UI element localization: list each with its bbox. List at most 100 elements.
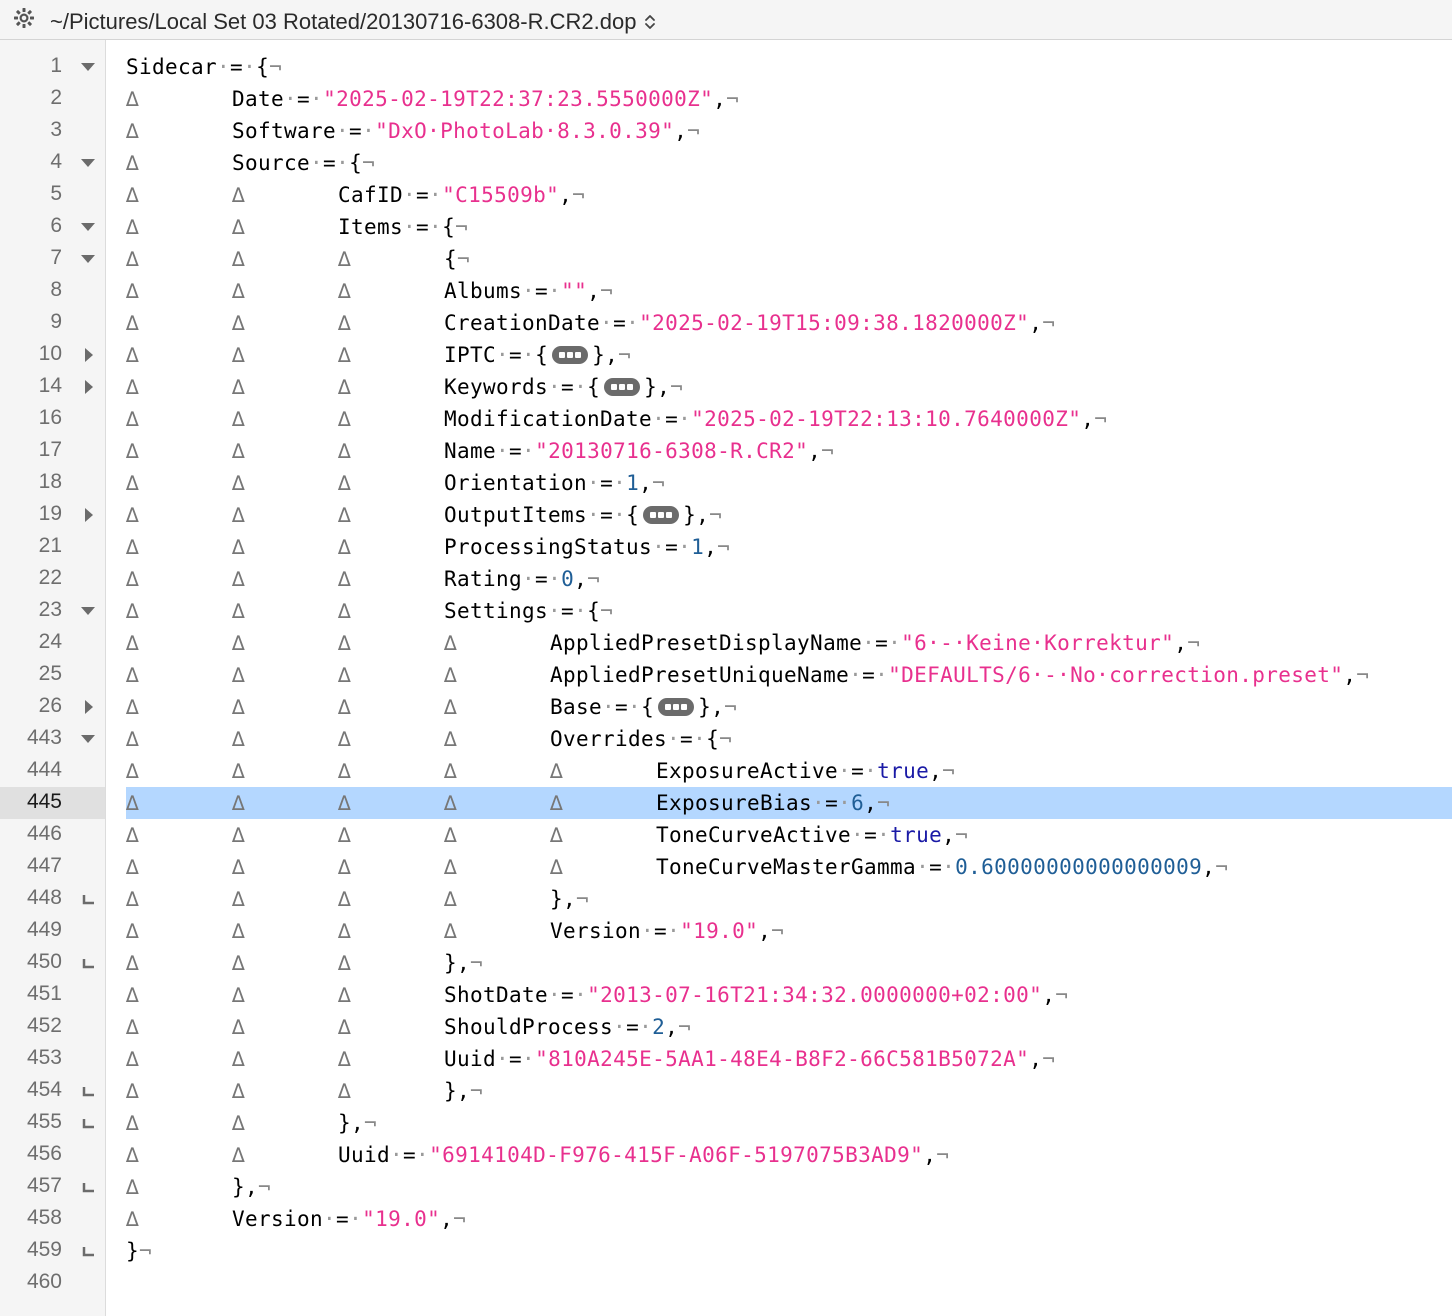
code-line[interactable]: 24∆∆∆∆AppliedPresetDisplayName·=·"6·-·Ke… [0, 627, 1452, 659]
end-of-line-marker: ¬ [1215, 855, 1229, 879]
code-text: }¬ [126, 1238, 152, 1264]
code-line[interactable]: 460 [0, 1267, 1452, 1299]
code-line[interactable]: 451∆∆∆ShotDate·=·"2013-07-16T21:34:32.00… [0, 979, 1452, 1011]
code-token: Items [338, 215, 404, 239]
string-literal: "6914104D-F976-415F-A06F-5197075B3AD9" [429, 1143, 924, 1167]
fold-open-triangle-icon[interactable] [80, 731, 96, 747]
fold-closed-triangle-icon[interactable] [80, 699, 96, 715]
whitespace-marker: · [877, 823, 891, 847]
tab-indent-marker: ∆ [232, 887, 246, 911]
code-line[interactable]: 459 }¬ [0, 1235, 1452, 1267]
line-number: 459 [26, 1238, 62, 1261]
code-line[interactable]: 16∆∆∆ModificationDate·=·"2025-02-19T22:1… [0, 403, 1452, 435]
code-line[interactable]: 26∆∆∆∆Base·=·{},¬ [0, 691, 1452, 723]
code-line[interactable]: 456∆∆Uuid·=·"6914104D-F976-415F-A06F-519… [0, 1139, 1452, 1171]
code-line[interactable]: 457∆},¬ [0, 1171, 1452, 1203]
whitespace-marker: · [403, 183, 417, 207]
folded-content-ellipsis-button[interactable] [658, 698, 695, 716]
code-line[interactable]: 23∆∆∆Settings·=·{¬ [0, 595, 1452, 627]
code-token: = [509, 343, 523, 367]
code-token: , [1029, 311, 1043, 335]
whitespace-marker: · [628, 695, 642, 719]
code-line[interactable]: 17∆∆∆Name·=·"20130716-6308-R.CR2",¬ [0, 435, 1452, 467]
code-line[interactable]: 3∆Software·=·"DxO·PhotoLab·8.3.0.39",¬ [0, 115, 1452, 147]
code-line[interactable]: 2∆Date·=·"2025-02-19T22:37:23.5550000Z",… [0, 83, 1452, 115]
end-of-line-marker: ¬ [576, 887, 590, 911]
code-line[interactable]: 10∆∆∆IPTC·=·{},¬ [0, 339, 1452, 371]
fold-end-marker-icon [82, 1119, 94, 1129]
path-bar: ~/Pictures/Local Set 03 Rotated/20130716… [0, 0, 1452, 40]
code-token: { [256, 55, 270, 79]
code-line[interactable]: 25∆∆∆∆AppliedPresetUniqueName·=·"DEFAULT… [0, 659, 1452, 691]
code-line[interactable]: 21∆∆∆ProcessingStatus·=·1,¬ [0, 531, 1452, 563]
tab-indent-marker: ∆ [232, 1079, 246, 1103]
folded-content-ellipsis-button[interactable] [643, 506, 680, 524]
line-number: 5 [50, 182, 62, 205]
code-line[interactable]: 449∆∆∆∆Version·=·"19.0",¬ [0, 915, 1452, 947]
whitespace-marker: · [812, 791, 826, 815]
whitespace-marker: · [639, 1015, 653, 1039]
code-token: , [1029, 1047, 1043, 1071]
fold-open-triangle-icon[interactable] [80, 603, 96, 619]
folded-content-ellipsis-button[interactable] [552, 346, 589, 364]
code-token: , [758, 919, 772, 943]
code-line[interactable]: 453∆∆∆Uuid·=·"810A245E-5AA1-48E4-B8F2-66… [0, 1043, 1452, 1075]
tab-indent-marker: ∆ [232, 1111, 246, 1135]
number-literal: 1 [691, 535, 705, 559]
fold-end-marker-icon [82, 1183, 94, 1193]
code-text: ∆∆∆∆∆ToneCurveActive·=·true,¬ [126, 822, 968, 848]
gear-icon[interactable] [12, 6, 36, 30]
tab-indent-marker: ∆ [126, 439, 140, 463]
string-literal: "2025-02-19T22:37:23.5550000Z" [323, 87, 714, 111]
code-token: }, [550, 887, 577, 911]
line-number: 14 [38, 374, 62, 397]
code-line[interactable]: 19∆∆∆OutputItems·=·{},¬ [0, 499, 1452, 531]
code-line[interactable]: 7∆∆∆{¬ [0, 243, 1452, 275]
code-line[interactable]: 22∆∆∆Rating·=·0,¬ [0, 563, 1452, 595]
code-line[interactable]: 9∆∆∆CreationDate·=·"2025-02-19T15:09:38.… [0, 307, 1452, 339]
code-line[interactable]: 443∆∆∆∆Overrides·=·{¬ [0, 723, 1452, 755]
end-of-line-marker: ¬ [364, 1111, 378, 1135]
code-token: , [674, 119, 688, 143]
code-token: Albums [444, 279, 523, 303]
file-path-popup[interactable]: ~/Pictures/Local Set 03 Rotated/20130716… [50, 9, 656, 35]
code-line[interactable]: 447∆∆∆∆∆ToneCurveMasterGamma·=·0.6000000… [0, 851, 1452, 883]
tab-indent-marker: ∆ [338, 503, 352, 527]
code-line[interactable]: 458∆Version·=·"19.0",¬ [0, 1203, 1452, 1235]
fold-closed-triangle-icon[interactable] [80, 507, 96, 523]
code-line[interactable]: 6∆∆Items·=·{¬ [0, 211, 1452, 243]
code-line[interactable]: 4∆Source·=·{¬ [0, 147, 1452, 179]
code-line[interactable]: 14∆∆∆Keywords·=·{},¬ [0, 371, 1452, 403]
fold-open-triangle-icon[interactable] [80, 219, 96, 235]
code-token: Uuid [338, 1143, 391, 1167]
code-line[interactable]: 450∆∆∆},¬ [0, 947, 1452, 979]
string-literal: "DEFAULTS/6·-·No·correction.preset" [888, 663, 1344, 687]
tab-indent-marker: ∆ [550, 759, 564, 783]
end-of-line-marker: ¬ [362, 151, 376, 175]
tab-indent-marker: ∆ [232, 407, 246, 431]
code-line[interactable]: 454∆∆∆},¬ [0, 1075, 1452, 1107]
fold-open-triangle-icon[interactable] [80, 251, 96, 267]
code-line-selected[interactable]: 445∆∆∆∆∆ExposureBias·=·6,¬ [0, 787, 1452, 819]
code-text: ∆∆∆ShotDate·=·"2013-07-16T21:34:32.00000… [126, 982, 1068, 1008]
whitespace-marker: · [626, 311, 640, 335]
code-line[interactable]: 448∆∆∆∆},¬ [0, 883, 1452, 915]
folded-content-ellipsis-button[interactable] [604, 378, 641, 396]
whitespace-marker: · [600, 311, 614, 335]
code-line[interactable]: 452∆∆∆ShouldProcess·=·2,¬ [0, 1011, 1452, 1043]
fold-open-triangle-icon[interactable] [80, 155, 96, 171]
code-line[interactable]: 5∆∆CafID·=·"C15509b",¬ [0, 179, 1452, 211]
fold-closed-triangle-icon[interactable] [80, 379, 96, 395]
end-of-line-marker: ¬ [678, 1015, 692, 1039]
fold-closed-triangle-icon[interactable] [80, 347, 96, 363]
string-literal: "C15509b" [442, 183, 560, 207]
code-line[interactable]: 8∆∆∆Albums·=·"",¬ [0, 275, 1452, 307]
code-text: ∆∆∆},¬ [126, 1078, 483, 1104]
fold-open-triangle-icon[interactable] [80, 59, 96, 75]
code-line[interactable]: 446∆∆∆∆∆ToneCurveActive·=·true,¬ [0, 819, 1452, 851]
code-line[interactable]: 444∆∆∆∆∆ExposureActive·=·true,¬ [0, 755, 1452, 787]
code-line[interactable]: 455∆∆},¬ [0, 1107, 1452, 1139]
code-line[interactable]: 18∆∆∆Orientation·=·1,¬ [0, 467, 1452, 499]
